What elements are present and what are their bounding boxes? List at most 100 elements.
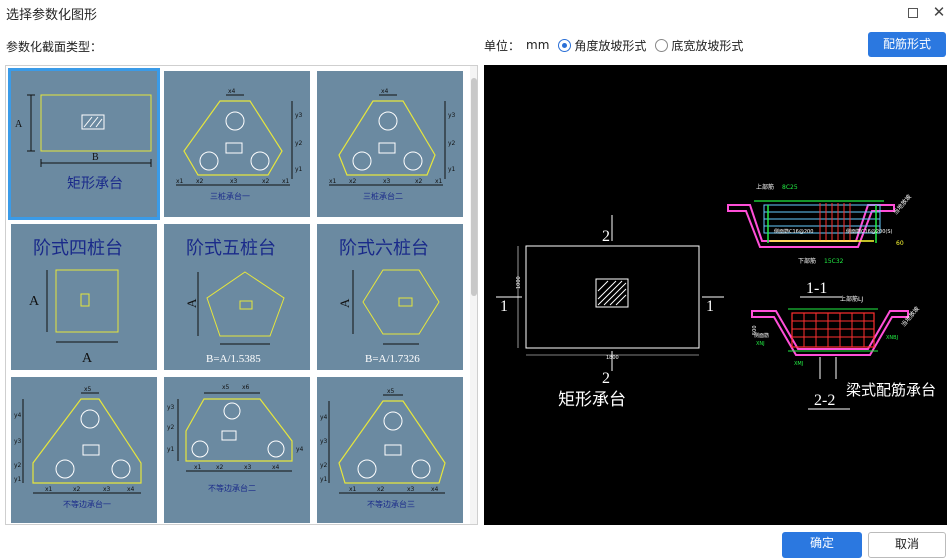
dim-label: x4: [431, 486, 439, 493]
preview-canvas: 2 1 1 2 1000 1800 矩形承台 上部筋 8C25 侧面筋C16@2…: [484, 65, 947, 525]
dim-label: y3: [448, 112, 456, 119]
dim-label: x3: [407, 486, 415, 493]
maximize-button[interactable]: [902, 2, 924, 24]
shape-unequal-cap-2[interactable]: x5 x6 y3 y2 y1 y4 x1 x2 x3 x4 不等边承台二: [161, 374, 313, 524]
dim-label: A: [184, 298, 199, 308]
dim-label: A: [82, 351, 93, 366]
rebar-label: 上部筋LJ: [840, 295, 863, 303]
dim-label: x5: [84, 386, 92, 393]
dim-label: 1800: [606, 355, 619, 361]
section-label: 1-1: [806, 280, 827, 297]
radio-bottom-width-slope[interactable]: 底宽放坡形式: [655, 37, 743, 54]
shape-caption: 三桩承台二: [363, 191, 403, 201]
dim-label: y4: [296, 446, 304, 453]
maximize-icon: [908, 8, 918, 18]
radio-label: 角度放坡形式: [574, 38, 647, 53]
shape-caption: 阶式六桩台: [339, 238, 429, 259]
dim-label: y3: [14, 438, 22, 445]
shape-three-pile-cap-1[interactable]: x4 y3 y2 y1 x1 x2 x3 x2 x1 三桩承台一: [161, 68, 313, 220]
dim-label: x6: [242, 384, 250, 391]
dim-label: x1: [435, 178, 443, 185]
dim-label: x1: [176, 178, 184, 185]
section-mark: 1: [500, 298, 508, 315]
dim-label: y4: [14, 412, 22, 419]
dim-label: x1: [329, 178, 337, 185]
dim-label: B=A/1.7326: [365, 353, 420, 365]
dim-label: x1: [349, 486, 357, 493]
shape-stepped-four-pile[interactable]: 阶式四桩台 A A: [8, 221, 160, 373]
section-mark: 2: [602, 370, 610, 387]
preview-caption: 矩形承台: [558, 390, 626, 410]
dim-label: y2: [320, 462, 328, 469]
shape-gallery: A B 矩形承台 x4 y3 y2 y1 x1 x2 x3 x2 x1: [5, 65, 478, 525]
shape-three-pile-cap-2[interactable]: x4 y3 y2 y1 x1 x2 x3 x2 x1 三桩承台二: [314, 68, 466, 220]
close-button[interactable]: ✕: [928, 2, 950, 24]
radio-angle-slope[interactable]: 角度放坡形式: [558, 37, 646, 54]
rebar-label: XNBJ: [886, 335, 898, 341]
shape-unequal-cap-1[interactable]: x5 y4 y3 y2 y1 x1 x2 x3 x4 不等边承台一: [8, 374, 160, 524]
dim-label: y1: [295, 166, 303, 173]
dim-label: x2: [415, 178, 423, 185]
dim-label: x1: [45, 486, 53, 493]
shape-thumbnail: A B 矩形承台: [15, 94, 152, 192]
rebar-form-button[interactable]: 配筋形式: [868, 32, 946, 57]
beam-caption: 梁式配筋承台: [846, 381, 936, 399]
shape-caption: 不等边承台二: [208, 483, 256, 493]
dim-label: A: [15, 119, 23, 130]
section-mark: 1: [706, 298, 714, 315]
shape-thumbnail: x4 y3 y2 y1 x1 x2 x3 x2 x1 三桩承台二: [329, 88, 456, 201]
dim-label: A: [337, 298, 352, 308]
shape-stepped-five-pile[interactable]: 阶式五桩台 A B=A/1.5385: [161, 221, 313, 373]
section-label: 2-2: [814, 392, 835, 409]
dim-label: x4: [228, 88, 236, 95]
dim-label: x3: [230, 178, 238, 185]
shape-unequal-cap-3[interactable]: x5 y4 y3 y2 y1 x1 x2 x3 x4 不等边承台三: [314, 374, 466, 524]
dim-label: x2: [216, 464, 224, 471]
dim-label: y4: [320, 414, 328, 421]
shape-thumbnail: x5 y4 y3 y2 y1 x1 x2 x3 x4 不等边承台一: [14, 386, 142, 509]
shape-thumbnail: 阶式五桩台 A B=A/1.5385: [184, 238, 285, 365]
scrollbar-thumb[interactable]: [471, 78, 477, 296]
gallery-scrollbar[interactable]: [470, 66, 477, 524]
dim-label: y1: [14, 476, 22, 483]
dim-label: x2: [377, 486, 385, 493]
dim-label: B=A/1.5385: [206, 353, 261, 365]
rebar-label: 侧面筋C16@200(S): [846, 228, 893, 235]
unit-row: 单位： mm 角度放坡形式 底宽放坡形式: [484, 36, 743, 54]
dim-label: x4: [381, 88, 389, 95]
dim-label: x4: [272, 464, 280, 471]
rebar-label: 15C32: [824, 258, 844, 265]
section-type-label: 参数化截面类型：: [6, 40, 103, 54]
dim-label: x2: [73, 486, 81, 493]
radio-unchecked-icon: [655, 38, 669, 52]
radio-label: 底宽放坡形式: [671, 38, 744, 53]
unit-label: 单位：: [484, 38, 521, 53]
shape-stepped-six-pile[interactable]: 阶式六桩台 A B=A/1.7326: [314, 221, 466, 373]
dim-label: y1: [320, 476, 328, 483]
shape-thumbnail: x4 y3 y2 y1 x1 x2 x3 x2 x1 三桩承台一: [176, 88, 303, 201]
unit-value: mm: [526, 38, 550, 52]
dim-label: y3: [167, 404, 175, 411]
dim-label: x1: [282, 178, 290, 185]
dim-label: x2: [262, 178, 270, 185]
dim-label: x5: [387, 388, 395, 395]
dim-label: x3: [383, 178, 391, 185]
shape-thumbnail: x5 x6 y3 y2 y1 y4 x1 x2 x3 x4 不等边承台二: [167, 384, 304, 493]
window-title: 选择参数化图形: [6, 8, 98, 23]
dim-label: y1: [167, 446, 175, 453]
shape-thumbnail: 阶式四桩台 A A: [29, 238, 123, 366]
shape-thumbnail: x5 y4 y3 y2 y1 x1 x2 x3 x4 不等边承台三: [320, 388, 446, 509]
dim-label: y1: [448, 166, 456, 173]
rebar-label: 侧面筋C16@200: [774, 228, 813, 235]
dim-label: 1000: [516, 276, 522, 289]
shape-thumbnail: 阶式六桩台 A B=A/1.7326: [337, 238, 440, 365]
rebar-label: 8C25: [782, 184, 798, 191]
dim-label: y2: [448, 140, 456, 147]
shape-rect-cap[interactable]: A B 矩形承台: [8, 68, 160, 220]
cancel-button[interactable]: 取消: [868, 532, 946, 558]
ok-button[interactable]: 确定: [782, 532, 862, 558]
shape-caption: 阶式四桩台: [33, 238, 123, 259]
dim-label: x1: [194, 464, 202, 471]
dim-label: y2: [167, 424, 175, 431]
preview-drawing: 2 1 1 2 1000 1800 矩形承台 上部筋 8C25 侧面筋C16@2…: [496, 183, 936, 410]
